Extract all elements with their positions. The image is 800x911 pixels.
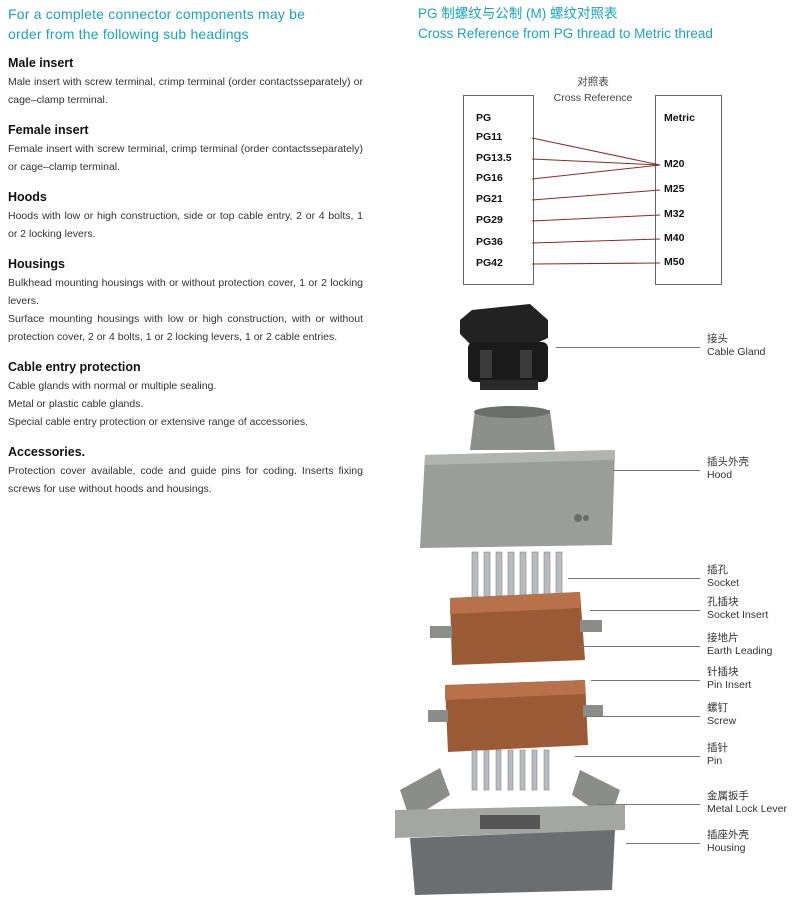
- metric-size: M20: [664, 158, 685, 170]
- xref-line: [531, 238, 661, 244]
- pg-size: PG42: [476, 257, 503, 269]
- leader-line: [598, 804, 700, 805]
- hood-image: [420, 406, 615, 548]
- component-label-cn: 针插块: [707, 666, 739, 678]
- component-label-cn: 螺钉: [707, 702, 728, 714]
- pg-box: [463, 95, 534, 285]
- section-paragraph: Male insert with screw terminal, crimp t…: [8, 76, 363, 106]
- component-label-cn: 接地片: [707, 632, 739, 644]
- component-label-en: Pin Insert: [707, 679, 752, 691]
- component-label-en: Screw: [707, 715, 737, 727]
- component-label-en: Pin: [707, 755, 723, 767]
- section-paragraph: Protection cover available, code and gui…: [8, 465, 363, 495]
- section-heading: Housings: [8, 257, 65, 271]
- leader-line: [568, 578, 700, 579]
- pg-size: PG11: [476, 131, 503, 143]
- intro-line-2: order from the following sub headings: [8, 26, 249, 42]
- leader-line: [590, 610, 700, 611]
- xref-line: [531, 164, 661, 180]
- xref-title-cn: PG 制螺纹与公制 (M) 螺纹对照表: [418, 6, 618, 21]
- section-heading: Hoods: [8, 190, 47, 204]
- xref-line: [531, 137, 661, 166]
- component-label-en: Housing: [707, 842, 746, 854]
- metric-size: M50: [664, 256, 685, 268]
- metric-header: Metric: [664, 112, 695, 124]
- leader-line: [585, 716, 700, 717]
- component-label-cn: 插针: [707, 742, 728, 754]
- xref-caption-cn: 对照表: [577, 76, 609, 88]
- right-header: PG 制螺纹与公制 (M) 螺纹对照表 Cross Reference from…: [418, 4, 798, 44]
- component-label-cn: 插头外壳: [707, 456, 749, 468]
- component-label-cn: 金属扳手: [707, 790, 749, 802]
- cable-gland-image: [460, 304, 548, 390]
- component-label-en: Earth Leading: [707, 645, 773, 657]
- left-column: For a complete connector components may …: [8, 4, 363, 498]
- component-label-en: Cable Gland: [707, 346, 766, 358]
- pins-image: [471, 749, 550, 791]
- metric-size: M25: [664, 183, 685, 195]
- pg-size: PG29: [476, 214, 503, 226]
- component-label-cn: 接头: [707, 333, 728, 345]
- section-paragraph: Metal or plastic cable glands.: [8, 398, 144, 410]
- xref-line: [531, 262, 661, 265]
- leader-line: [626, 843, 700, 844]
- xref-line: [531, 189, 661, 201]
- section-paragraph: Female insert with screw terminal, crimp…: [8, 143, 363, 173]
- xref-title-en: Cross Reference from PG thread to Metric…: [418, 26, 713, 41]
- section-paragraph: Surface mounting housings with low or hi…: [8, 313, 363, 343]
- leader-line: [556, 347, 700, 348]
- section-heading: Cable entry protection: [8, 360, 141, 374]
- xref-line: [531, 158, 661, 166]
- leader-line: [578, 646, 700, 647]
- pg-size: PG36: [476, 236, 503, 248]
- metric-size: M40: [664, 232, 685, 244]
- housing-image: [395, 768, 625, 895]
- pg-size: PG13.5: [476, 152, 512, 164]
- leader-line: [613, 470, 700, 471]
- section-paragraph: Bulkhead mounting housings with or witho…: [8, 277, 363, 307]
- component-label-en: Socket Insert: [707, 609, 769, 621]
- component-label-cn: 插座外壳: [707, 829, 749, 841]
- pg-header: PG: [476, 112, 492, 124]
- component-label-en: Metal Lock Lever: [707, 803, 787, 815]
- xref-line: [531, 214, 661, 222]
- section-paragraph: Special cable entry protection or extens…: [8, 416, 308, 428]
- intro-line-1: For a complete connector components may …: [8, 6, 306, 22]
- connector-illustration: [395, 304, 625, 895]
- socket-insert-image: [430, 592, 602, 665]
- section-paragraph: Cable glands with normal or multiple sea…: [8, 380, 217, 392]
- xref-caption-en: Cross Reference: [553, 92, 633, 104]
- component-label-cn: 插孔: [707, 564, 728, 576]
- metric-box: [655, 95, 722, 285]
- component-label-cn: 孔插块: [707, 596, 739, 608]
- metric-size: M32: [664, 208, 685, 220]
- pg-size: PG21: [476, 193, 503, 205]
- leader-line: [591, 680, 700, 681]
- pin-insert-image: [428, 680, 603, 752]
- pg-size: PG16: [476, 172, 503, 184]
- section-paragraph: Hoods with low or high construction, sid…: [8, 210, 363, 240]
- intro-text: For a complete connector components may …: [8, 4, 363, 44]
- component-label-en: Socket: [707, 577, 740, 589]
- section-heading: Female insert: [8, 123, 89, 137]
- component-label-en: Hood: [707, 469, 733, 481]
- section-heading: Male insert: [8, 56, 74, 70]
- leader-line: [575, 756, 700, 757]
- section-heading: Accessories.: [8, 445, 86, 459]
